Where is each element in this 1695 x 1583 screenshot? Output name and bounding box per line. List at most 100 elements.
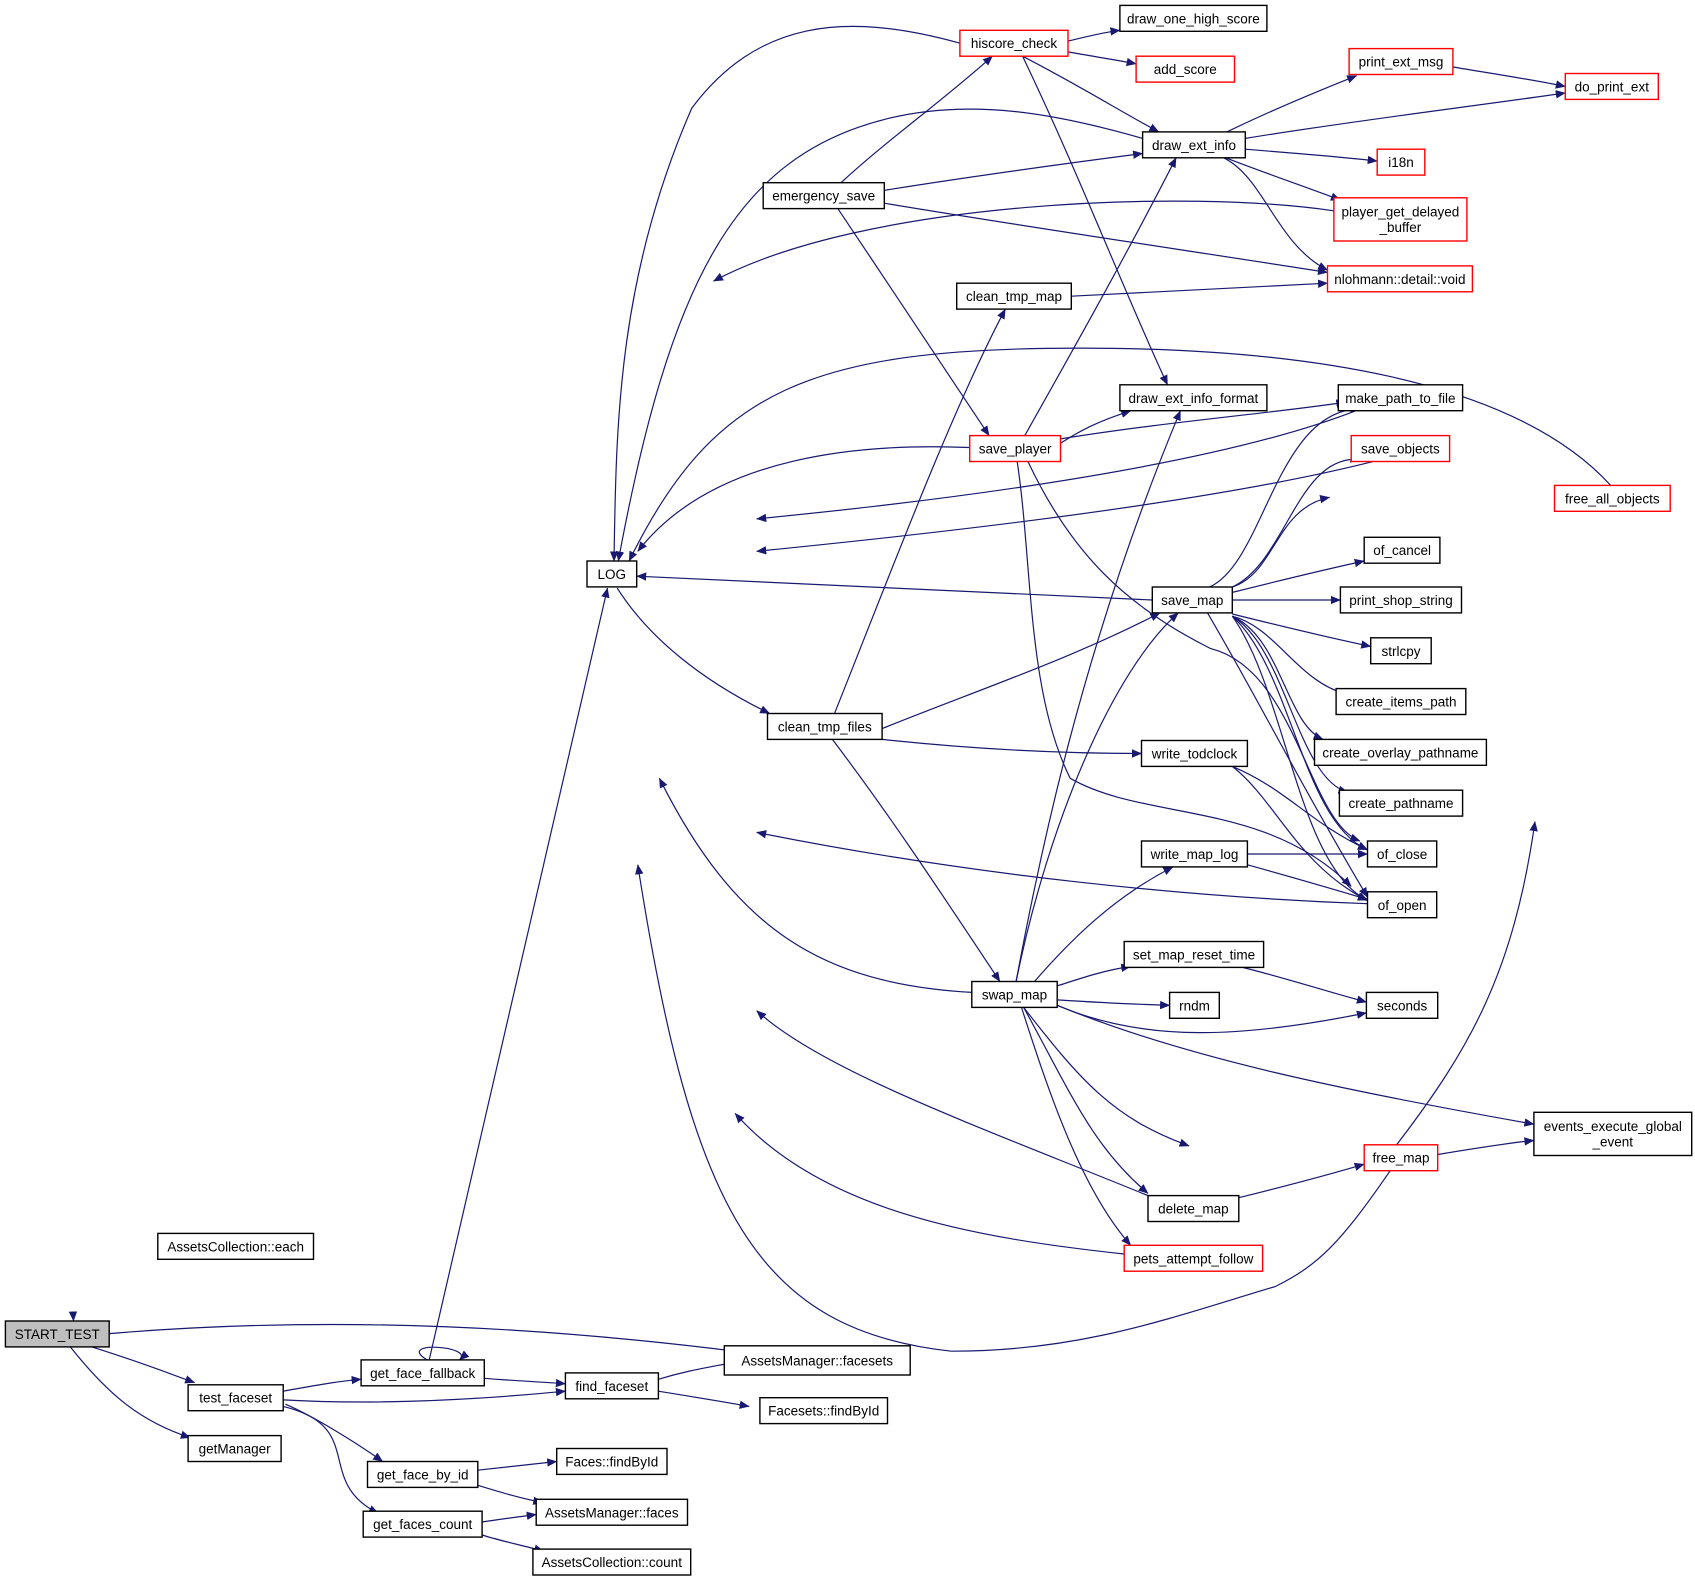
node-label: draw_ext_info (1152, 138, 1236, 153)
node-emergency-save[interactable]: emergency_save (762, 181, 886, 210)
node-label: LOG (598, 567, 627, 582)
node-player-get-delayed-buffer[interactable]: player_get_delayed_buffer (1333, 197, 1468, 242)
node-i18n[interactable]: i18n (1376, 148, 1426, 176)
node-hiscore-check[interactable]: hiscore_check (959, 29, 1069, 57)
node-clean-tmp-map[interactable]: clean_tmp_map (956, 282, 1073, 310)
node-pets-attempt-follow[interactable]: pets_attempt_follow (1123, 1244, 1264, 1272)
node-write-map-log[interactable]: write_map_log (1140, 840, 1249, 868)
node-assetscollection-each[interactable]: AssetsCollection::each (157, 1232, 315, 1261)
node-draw-ext-info-format[interactable]: draw_ext_info_format (1119, 384, 1268, 412)
node-label: AssetsCollection::each (167, 1239, 304, 1254)
node-label: add_score (1154, 62, 1217, 77)
call-edge (1067, 27, 1121, 42)
node-box (1339, 586, 1463, 614)
node-box (1350, 434, 1451, 463)
node-box (1553, 484, 1671, 512)
call-edge (616, 587, 771, 715)
node-set-map-reset-time[interactable]: set_map_reset_time (1123, 940, 1265, 969)
node-delete-map[interactable]: delete_map (1147, 1194, 1240, 1223)
node-box (187, 1384, 284, 1412)
node-assetsmanager-faces[interactable]: AssetsManager::faces (535, 1498, 689, 1526)
node-add-score[interactable]: add_score (1135, 55, 1236, 83)
node-test-faceset[interactable]: test_faceset (187, 1384, 284, 1412)
node-print-shop-string[interactable]: print_shop_string (1339, 586, 1463, 614)
call-edge (283, 1405, 379, 1514)
node-getmanager[interactable]: getManager (187, 1434, 282, 1463)
node-clean-tmp-files[interactable]: clean_tmp_files (766, 712, 883, 741)
node-create-overlay-pathname[interactable]: create_overlay_pathname (1313, 738, 1488, 767)
node-make-path-to-file[interactable]: make_path_to_file (1337, 384, 1464, 412)
node-of-close[interactable]: of_close (1366, 840, 1438, 868)
call-edge (1226, 75, 1358, 133)
call-edge (1027, 461, 1361, 842)
node-swap-map[interactable]: swap_map (971, 980, 1058, 1009)
call-edge (756, 830, 1368, 905)
node-label: test_faceset (199, 1391, 272, 1406)
node-create-items-path[interactable]: create_items_path (1335, 687, 1467, 716)
node-box (532, 1548, 692, 1576)
node-box (759, 1396, 889, 1425)
node-save-map[interactable]: save_map (1151, 586, 1234, 614)
node-label: print_shop_string (1349, 593, 1453, 608)
call-edge (1245, 148, 1378, 165)
node-do-print-ext[interactable]: do_print_ext (1564, 72, 1660, 101)
call-edge (1231, 765, 1368, 902)
call-edge (1060, 409, 1132, 444)
node-strlcpy[interactable]: strlcpy (1369, 637, 1432, 665)
node-events-execute-global-event[interactable]: events_execute_global_event (1533, 1111, 1693, 1157)
node-get-faces-count[interactable]: get_faces_count (362, 1510, 483, 1538)
node-of-cancel[interactable]: of_cancel (1363, 536, 1441, 564)
node-box (1348, 47, 1454, 76)
node-find-faceset[interactable]: find_faceset (564, 1372, 660, 1400)
node-free-map[interactable]: free_map (1363, 1144, 1439, 1172)
call-edge (1209, 404, 1361, 588)
node-nlohmann-void[interactable]: nlohmann::detail::void (1326, 265, 1474, 293)
node-label: emergency_save (772, 189, 875, 204)
call-edge (609, 25, 961, 562)
node-label: i18n (1388, 155, 1414, 170)
node-write-todclock[interactable]: write_todclock (1140, 739, 1249, 768)
node-get-face-fallback[interactable]: get_face_fallback (360, 1359, 486, 1387)
node-box (959, 29, 1069, 57)
node-seconds[interactable]: seconds (1365, 991, 1439, 1020)
node-create-pathname[interactable]: create_pathname (1338, 789, 1464, 817)
node-label: player_get_delayed (1341, 205, 1459, 220)
call-edge (1023, 1007, 1190, 1147)
node-label: make_path_to_file (1345, 391, 1455, 406)
call-edge (1242, 966, 1367, 1004)
node-label: pets_attempt_follow (1133, 1251, 1253, 1266)
node-draw-ext-info[interactable]: draw_ext_info (1141, 131, 1246, 159)
node-start-test[interactable]: START_TEST (4, 1320, 110, 1348)
node-assetscollection-count[interactable]: AssetsCollection::count (532, 1548, 692, 1576)
node-box (1140, 840, 1249, 868)
node-draw-one-high-score[interactable]: draw_one_high_score (1119, 4, 1268, 32)
node-free-all-objects[interactable]: free_all_objects (1553, 484, 1671, 512)
call-edge (285, 1403, 384, 1462)
node-box (1119, 4, 1268, 32)
node-box (1123, 940, 1265, 969)
node-of-open[interactable]: of_open (1366, 891, 1438, 919)
node-label: Facesets::findById (768, 1404, 879, 1419)
node-box (4, 1320, 110, 1348)
node-rndm[interactable]: rndm (1168, 991, 1220, 1020)
node-log[interactable]: LOG (586, 560, 638, 588)
node-get-face-by-id[interactable]: get_face_by_id (366, 1460, 479, 1489)
node-facesets-findbyid[interactable]: Facesets::findById (759, 1396, 889, 1425)
node-save-player[interactable]: save_player (969, 434, 1062, 463)
node-box (1141, 131, 1246, 159)
node-label: of_open (1378, 898, 1427, 913)
node-faces-findbyid[interactable]: Faces::findById (556, 1447, 668, 1476)
node-box (360, 1359, 486, 1387)
node-box (1326, 265, 1474, 293)
node-label: do_print_ext (1575, 80, 1650, 95)
node-box (1119, 384, 1268, 412)
call-edge (1015, 410, 1181, 982)
call-edge (105, 1323, 736, 1355)
node-save-objects[interactable]: save_objects (1350, 434, 1451, 463)
node-label: clean_tmp_map (966, 289, 1062, 304)
call-edge (1232, 615, 1347, 696)
node-box (556, 1447, 668, 1476)
node-print-ext-msg[interactable]: print_ext_msg (1348, 47, 1454, 76)
node-assetsmanager-facesets[interactable]: AssetsManager::facesets (723, 1345, 911, 1376)
call-edge (1225, 157, 1341, 201)
